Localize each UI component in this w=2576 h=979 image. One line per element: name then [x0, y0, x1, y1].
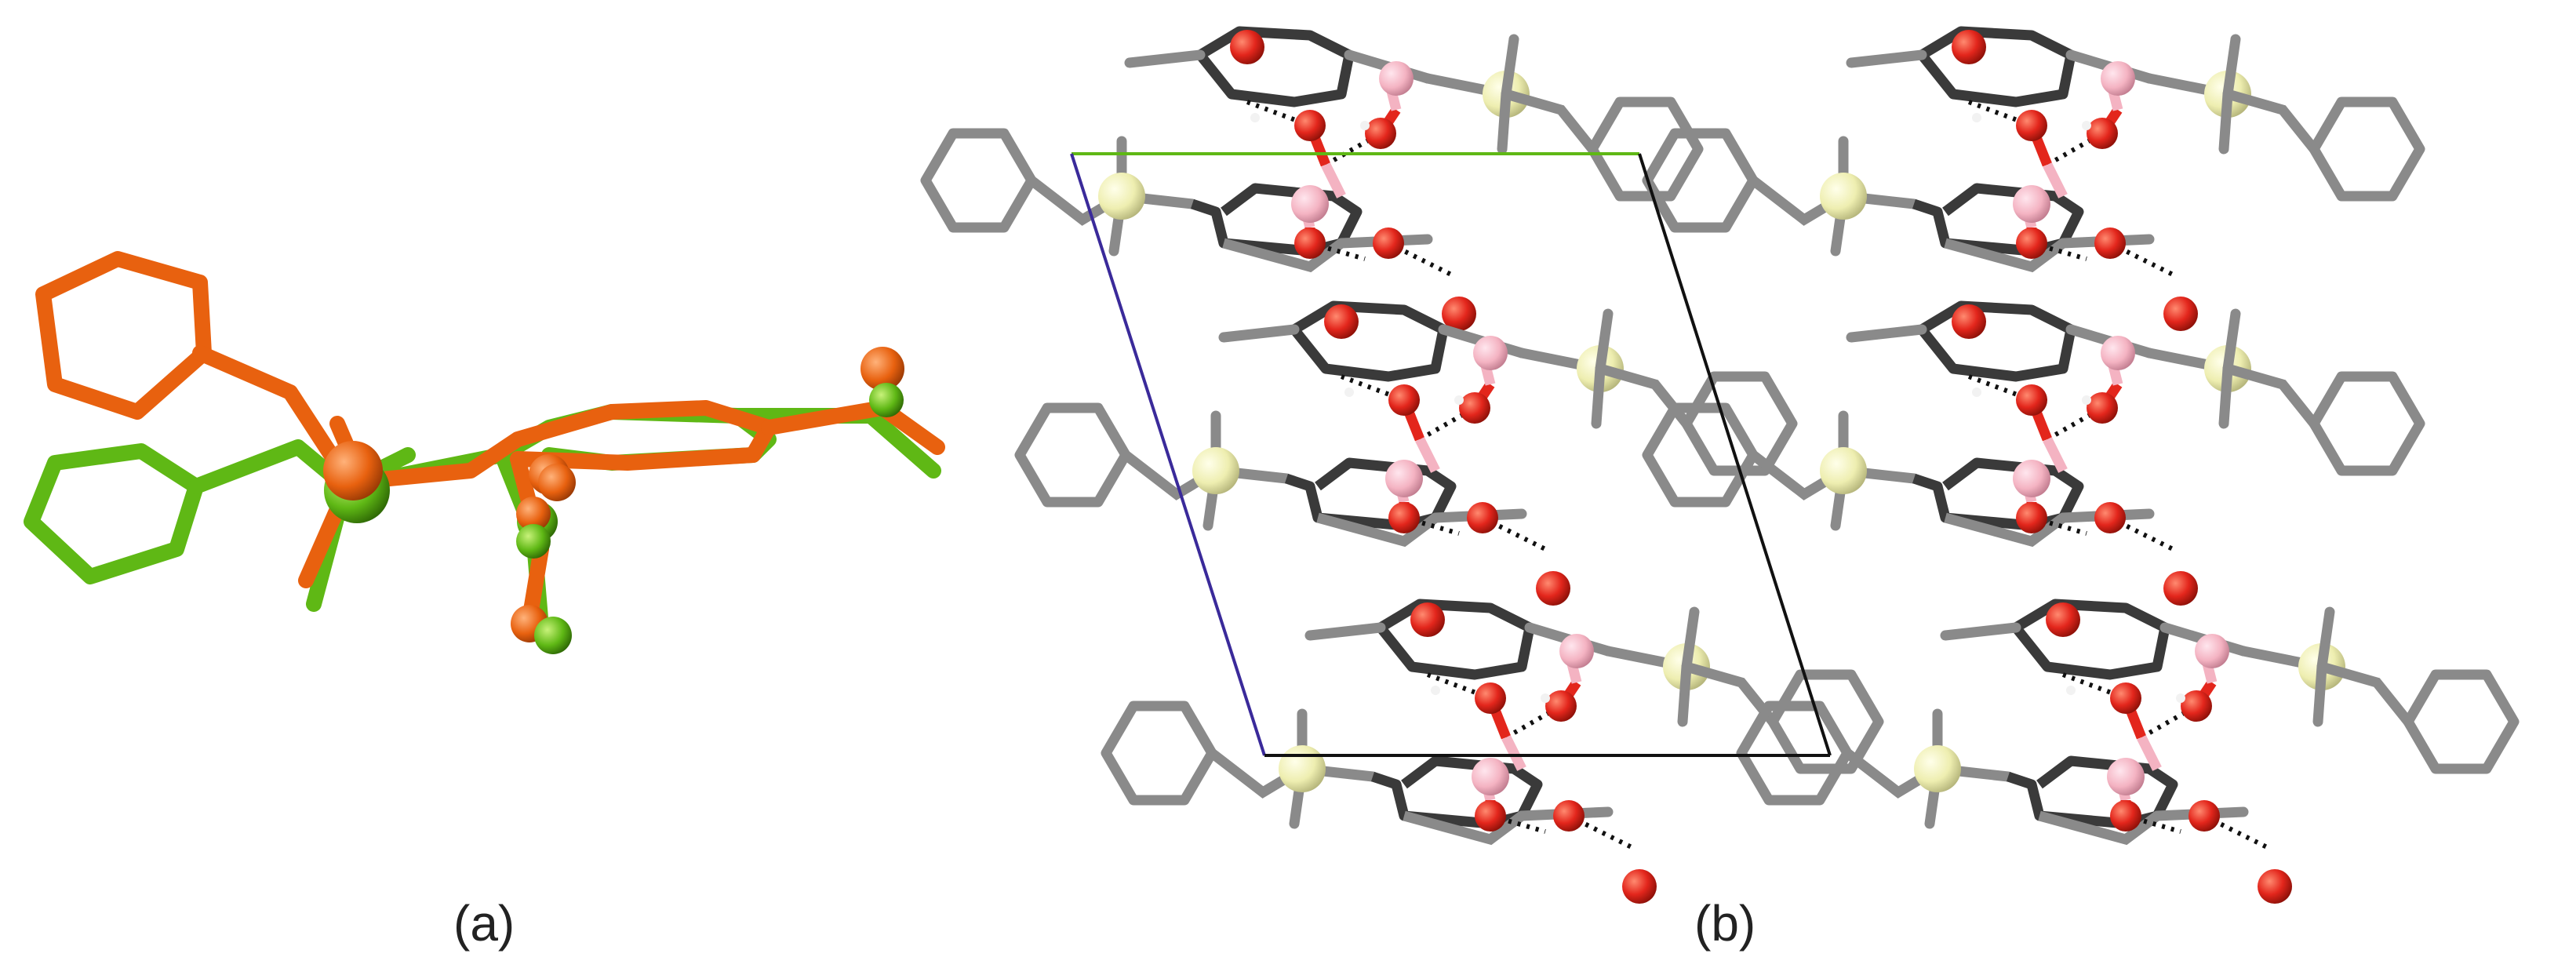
dimer-bottom-left [1106, 602, 1879, 904]
dimer-middle-right [1647, 304, 2420, 606]
o-atom-orange-3 [516, 497, 551, 531]
o-atom-orange-2 [538, 464, 576, 501]
o-atom-green-4 [516, 524, 551, 559]
o-atom-orange-5 [860, 347, 904, 391]
unit-cell-outline [1070, 152, 1832, 757]
panel-a-label: (a) [453, 895, 515, 952]
si-atom-orange [323, 441, 383, 500]
panel-a-overlay-molecules [24, 251, 945, 654]
molecule-green [24, 404, 941, 635]
molecule-orange [35, 251, 945, 628]
dimer-top-right [1647, 30, 2420, 331]
o-atom-green-3 [869, 383, 904, 417]
o-atom-green-2 [534, 617, 572, 654]
panel-b-crystal-packing [926, 30, 2514, 904]
dimer-top-left [926, 30, 1698, 331]
panel-b-label: (b) [1694, 895, 1756, 952]
